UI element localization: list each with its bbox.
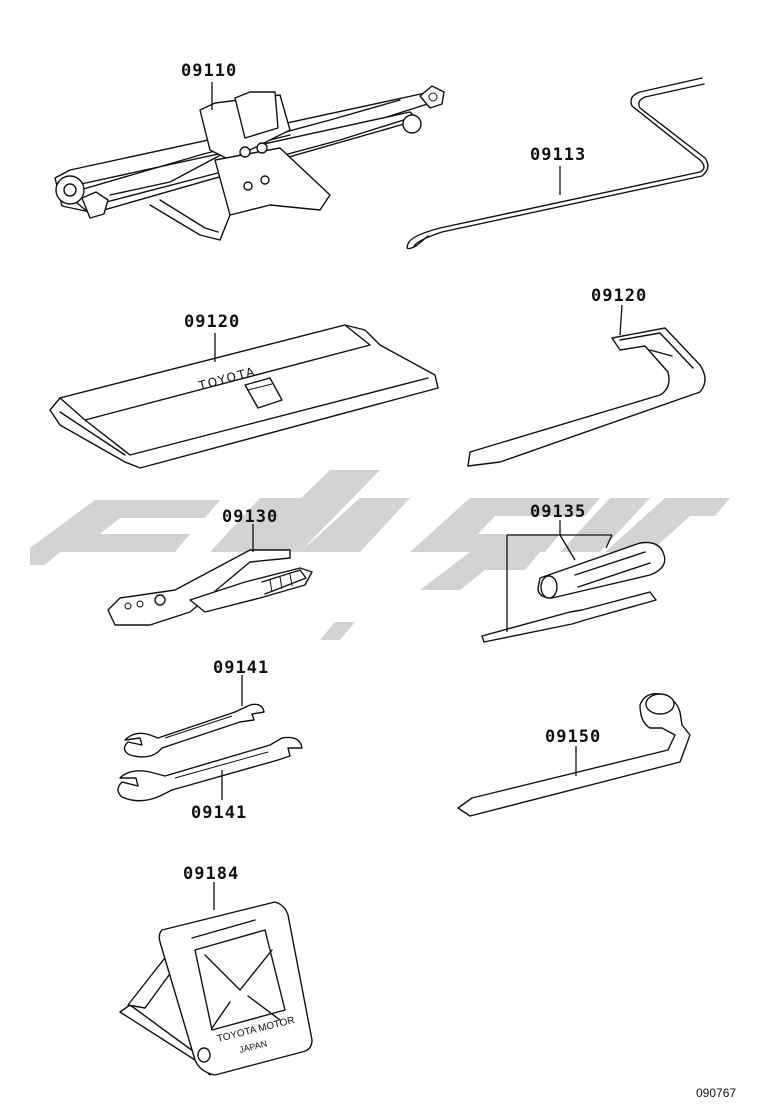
part-jack-handle-bar: 09120 (467, 286, 706, 467)
part-tool-bag: TOYOTA 09120 (49, 312, 439, 469)
label-09130: 09130 (222, 507, 278, 527)
part-wrench-lower: 09141 (117, 736, 303, 823)
drawing-code: 090767 (696, 1086, 736, 1100)
part-jack: 09110 (54, 61, 445, 241)
label-09120-bar: 09120 (591, 286, 647, 306)
label-09110: 09110 (181, 61, 237, 81)
label-09120-bag: 09120 (184, 312, 240, 332)
part-wheel-chock: TOYOTA MOTOR JAPAN 09184 (119, 864, 313, 1076)
part-pliers: 09130 (107, 507, 313, 626)
label-09141-upper: 09141 (213, 658, 269, 678)
label-09141-lower: 09141 (191, 803, 247, 823)
part-jack-handle-hook: 09113 (406, 77, 709, 250)
label-09135: 09135 (530, 502, 586, 522)
watermark-logo (30, 470, 730, 640)
part-screwdriver: 09135 (481, 502, 666, 643)
label-09150: 09150 (545, 727, 601, 747)
label-09113: 09113 (530, 145, 586, 165)
part-wrench-upper: 09141 (123, 658, 269, 758)
part-wheel-nut-wrench: 09150 (457, 693, 691, 817)
label-09184: 09184 (183, 864, 239, 884)
